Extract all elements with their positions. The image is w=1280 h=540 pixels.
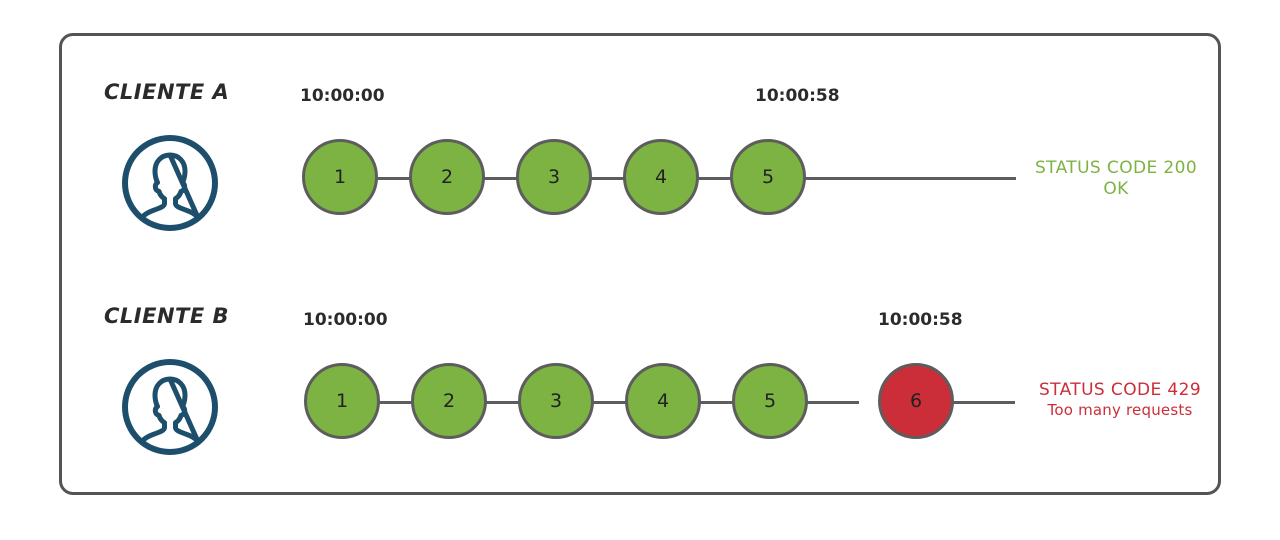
status-text-a: OK (1103, 179, 1129, 200)
timestamp-start-a: 10:00:00 (300, 86, 385, 106)
timestamp-end-a: 10:00:58 (755, 86, 840, 106)
chain-link (376, 177, 430, 180)
request-node[interactable]: 1 (304, 363, 380, 439)
chain-link-to-status (935, 401, 1015, 404)
user-avatar-icon (120, 133, 220, 233)
request-node[interactable]: 5 (732, 363, 808, 439)
user-avatar-icon (120, 357, 220, 457)
request-node[interactable]: 4 (625, 363, 701, 439)
chain-link (483, 177, 537, 180)
client-label-b: CLIENTE B (104, 304, 230, 328)
timestamp-start-b: 10:00:00 (303, 310, 388, 330)
request-node[interactable]: 2 (411, 363, 487, 439)
request-node[interactable]: 5 (730, 139, 806, 215)
chain-link (378, 401, 431, 404)
request-node[interactable]: 1 (302, 139, 378, 215)
request-node-blocked[interactable]: 6 (878, 363, 954, 439)
client-label-a: CLIENTE A (104, 80, 230, 104)
status-code-b: STATUS CODE 429 (1038, 380, 1202, 400)
status-badge-b: STATUS CODE 429 Too many requests (1015, 380, 1225, 420)
request-node[interactable]: 3 (516, 139, 592, 215)
chain-link-to-status (804, 177, 1016, 180)
chain-link (699, 401, 752, 404)
status-text-b: Too many requests (1047, 401, 1193, 420)
request-node[interactable]: 3 (518, 363, 594, 439)
request-node[interactable]: 2 (409, 139, 485, 215)
chain-link (697, 177, 751, 180)
chain-link (590, 177, 644, 180)
request-node[interactable]: 4 (623, 139, 699, 215)
chain-link (806, 401, 859, 404)
chain-link (592, 401, 645, 404)
chain-link (485, 401, 538, 404)
status-code-a: STATUS CODE 200 (1034, 158, 1198, 178)
status-badge-a: STATUS CODE 200 OK (1016, 158, 1216, 201)
timestamp-end-b: 10:00:58 (878, 310, 963, 330)
